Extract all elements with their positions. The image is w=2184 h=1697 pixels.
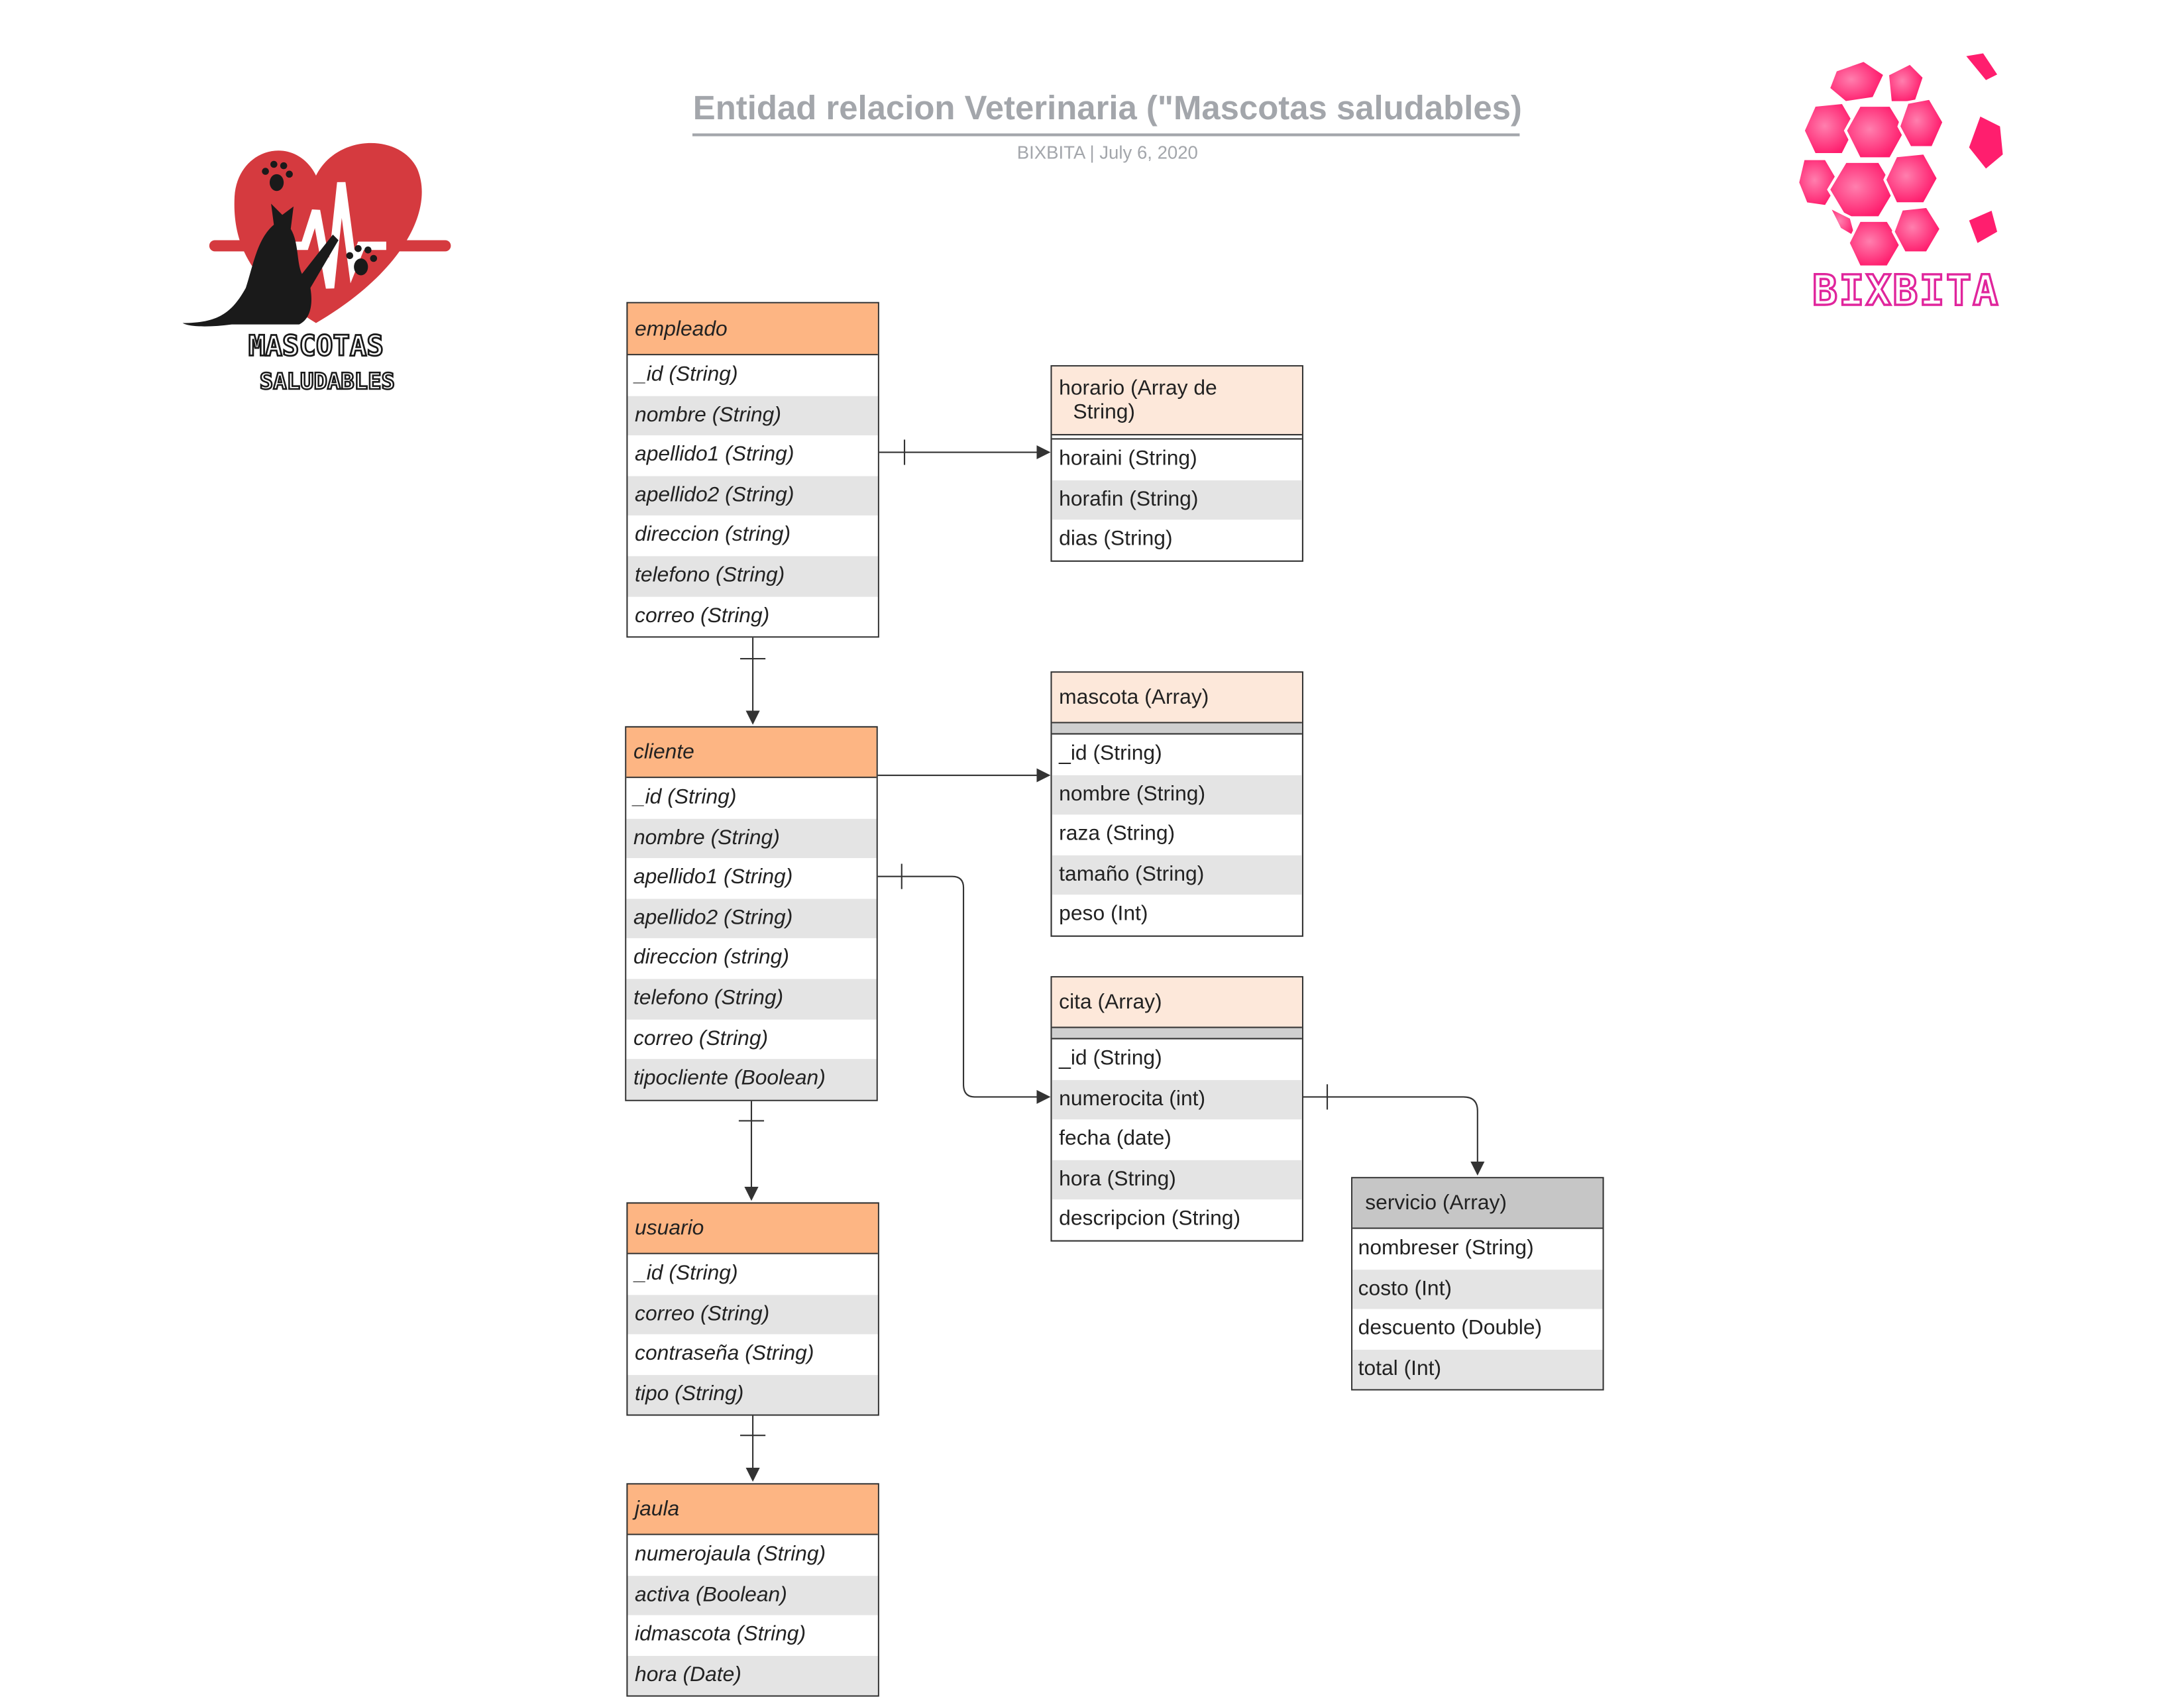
entity-header: jaula <box>628 1484 878 1535</box>
header-separator <box>1052 1028 1302 1040</box>
field-row: tipocliente (Boolean) <box>626 1059 877 1100</box>
field-row: total (Int) <box>1352 1349 1603 1390</box>
connector-cita-servicio <box>1303 1096 1485 1176</box>
field-row: numerocita (int) <box>1052 1079 1302 1120</box>
entity-usuario[interactable]: usuario _id (String) correo (String) con… <box>626 1202 879 1417</box>
field-row: descuento (Double) <box>1352 1309 1603 1350</box>
field-row: direccion (string) <box>626 938 877 979</box>
field-row: raza (String) <box>1059 822 1175 846</box>
field-row: direccion (string) <box>628 516 878 557</box>
entity-header-line2: String) <box>1073 400 1136 425</box>
field-row: tipo (String) <box>628 1374 878 1415</box>
field-row: _id (String) <box>626 778 877 818</box>
entity-header: empleado <box>628 303 878 356</box>
field-row: horafin (String) <box>1052 480 1302 520</box>
field-row: horaini (String) <box>1059 447 1197 471</box>
hexagon-sphere-icon: BIXBITA <box>1796 53 2003 316</box>
header-separator <box>1052 435 1302 440</box>
entity-header: cita (Array) <box>1052 977 1302 1028</box>
page-subtitle: BIXBITA | July 6, 2020 <box>1016 142 1198 163</box>
entity-header: cliente <box>626 727 877 779</box>
logo-text-line1: MASCOTAS <box>248 329 384 362</box>
header-separator <box>1052 723 1302 735</box>
field-row: idmascota (String) <box>628 1615 878 1656</box>
logo-text-line2: SALUDABLES <box>260 368 395 394</box>
field-row: nombre (String) <box>626 818 877 859</box>
field-row: telefono (String) <box>628 556 878 596</box>
mascotas-saludables-logo: MASCOTAS SALUDABLES <box>176 133 464 400</box>
entity-horario[interactable]: horario (Array de String) horaini (Strin… <box>1050 365 1303 562</box>
field-row: correo (String) <box>628 1294 878 1335</box>
entity-mascota[interactable]: mascota (Array) _id (String) nombre (Str… <box>1050 671 1303 937</box>
field-row: telefono (String) <box>626 979 877 1019</box>
field-row: _id (String) <box>628 355 878 396</box>
field-row: nombre (String) <box>628 395 878 436</box>
entity-empleado[interactable]: empleado _id (String) nombre (String) ap… <box>626 301 879 638</box>
entity-header-line1: horario (Array de <box>1059 376 1217 401</box>
entity-header: servicio (Array) <box>1352 1178 1603 1229</box>
field-row: apellido1 (String) <box>626 858 877 899</box>
field-row: nombreser (String) <box>1352 1229 1603 1270</box>
entity-cliente[interactable]: cliente _id (String) nombre (String) ape… <box>625 726 878 1101</box>
field-row: hora (Date) <box>628 1655 878 1696</box>
field-row: descripcion (String) <box>1059 1207 1241 1231</box>
entity-servicio[interactable]: servicio (Array) nombreser (String) cost… <box>1351 1177 1604 1392</box>
field-row: contraseña (String) <box>628 1335 878 1375</box>
page-title: Entidad relacion Veterinaria ("Mascotas … <box>692 89 1522 128</box>
field-row: hora (String) <box>1052 1160 1302 1200</box>
entity-header: horario (Array de String) <box>1052 366 1302 436</box>
entity-header: usuario <box>628 1203 878 1254</box>
title-underline <box>692 133 1520 137</box>
field-row: _id (String) <box>628 1254 878 1295</box>
entity-cita[interactable]: cita (Array) _id (String) numerocita (in… <box>1050 976 1303 1242</box>
field-row: costo (Int) <box>1352 1269 1603 1309</box>
bixbita-logo: BIXBITA <box>1773 49 2040 316</box>
field-row: activa (Boolean) <box>628 1575 878 1615</box>
field-row: apellido1 (String) <box>628 435 878 476</box>
field-row: tamaño (String) <box>1052 855 1302 895</box>
field-row: _id (String) <box>1059 1046 1162 1071</box>
field-row: numerojaula (String) <box>628 1535 878 1576</box>
field-row: nombre (String) <box>1052 775 1302 815</box>
field-row: apellido2 (String) <box>628 476 878 516</box>
field-row: fecha (date) <box>1059 1126 1172 1151</box>
field-row: dias (String) <box>1059 527 1173 551</box>
field-row: correo (String) <box>626 1018 877 1060</box>
connector-cliente-cita <box>876 875 1051 1105</box>
entity-header: mascota (Array) <box>1052 673 1302 724</box>
field-row: _id (String) <box>1059 741 1162 766</box>
field-row: correo (String) <box>628 596 878 637</box>
field-row: apellido2 (String) <box>626 899 877 939</box>
logo-text: BIXBITA <box>1812 266 2000 315</box>
heart-cat-icon: MASCOTAS SALUDABLES <box>182 142 451 395</box>
field-row: peso (Int) <box>1059 902 1148 926</box>
entity-jaula[interactable]: jaula numerojaula (String) activa (Boole… <box>626 1483 879 1697</box>
